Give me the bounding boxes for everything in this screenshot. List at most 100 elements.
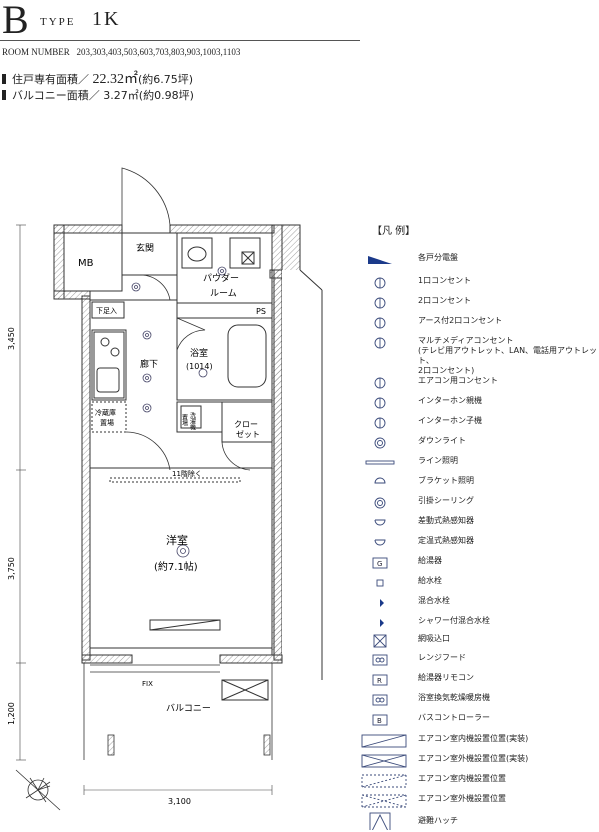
bath-door-swing xyxy=(176,317,206,351)
legend: 【凡 例】 xyxy=(364,222,596,245)
kitchen-counter xyxy=(93,331,125,399)
private-area-label: 住戸専有面積／ xyxy=(12,73,89,86)
closet-door-swing xyxy=(221,441,251,471)
fridge-label-2: 置場 xyxy=(100,418,114,427)
aircon-outdoor-x xyxy=(221,679,269,701)
bath-dryer-icon xyxy=(372,694,388,706)
header-rule xyxy=(0,40,360,41)
kitchen-sink xyxy=(96,367,120,393)
exhaust-fan-x xyxy=(241,251,255,265)
balcony-label: バルコニー xyxy=(166,703,211,714)
bullet-mark xyxy=(2,74,6,84)
ceiling-hook-icon xyxy=(374,497,386,509)
floor-plan: MB 玄関 xyxy=(7,167,323,811)
legend-item-label: シャワー付混合水栓 xyxy=(418,616,490,625)
air-inlet-icon xyxy=(373,634,387,648)
escape-hatch-icon xyxy=(371,813,389,830)
air-inlet-icon xyxy=(373,634,387,648)
aircon-indoor xyxy=(149,619,221,631)
legend-item-label: レンジフード xyxy=(418,653,466,662)
compass-icon xyxy=(15,769,61,811)
fridge-label-1: 冷蔵庫 xyxy=(95,408,116,417)
heater-remote-icon xyxy=(372,674,388,686)
water-tap-icon xyxy=(376,579,384,587)
legend-item-label: 各戸分電盤 xyxy=(418,253,458,262)
legend-item-label: 給湯器 xyxy=(418,556,442,565)
legend-item-label: 浴室換気乾燥暖房機 xyxy=(418,693,490,702)
bath-dryer-icon xyxy=(379,697,385,703)
legend-item-label: エアコン室内機設置位置 xyxy=(418,774,506,783)
legend-item-label: エアコン室外機設置位置 xyxy=(418,794,506,803)
legend-item-label: 混合水栓 xyxy=(418,596,450,605)
line-light-icon xyxy=(365,460,395,465)
aircon-indoor-icon xyxy=(361,774,407,788)
washer-label-2: 置場 xyxy=(181,414,188,427)
aircon-outdoor xyxy=(221,679,269,701)
water-heater-icon xyxy=(372,557,388,569)
jyou-label: 11階除く xyxy=(172,469,202,478)
dim-v2: 3,750 xyxy=(7,557,16,580)
private-area-value: 22.32㎡ xyxy=(92,72,139,87)
washbasin xyxy=(181,237,213,269)
legend-item-label: エアコン室内機設置位置(実装) xyxy=(418,734,529,743)
powder-label-2: ルーム xyxy=(210,288,237,299)
room-door-swing xyxy=(125,431,171,471)
genkan-label: 玄関 xyxy=(136,242,154,254)
legend-item-label: 定温式熱感知器 xyxy=(418,536,474,545)
legend-item-label: ブラケット照明 xyxy=(418,476,474,485)
dimension-lines xyxy=(16,224,273,795)
washer-pan xyxy=(180,405,202,429)
bath-label-2: (1014) xyxy=(186,362,213,371)
legend-item-label: エアコン室外機設置位置(実装) xyxy=(418,754,529,763)
bath-controller-icon-text: B xyxy=(377,717,382,725)
heater-remote-icon-text: R xyxy=(377,677,382,685)
private-area-tsubo: (約6.75坪) xyxy=(138,73,194,86)
bath-controller-icon xyxy=(372,714,388,726)
fix-label: FIX xyxy=(142,680,153,688)
bullet-mark xyxy=(2,90,6,100)
legend-symbols: G R B xyxy=(361,256,407,830)
closet-label-1: クロー xyxy=(234,420,258,429)
ps-label: PS xyxy=(256,307,266,316)
dim-v1: 3,450 xyxy=(7,327,16,350)
legend-item-label: 給湯器リモコン xyxy=(418,673,474,682)
ceiling-lights xyxy=(131,266,227,558)
sink-bowl xyxy=(187,246,207,262)
balcony-area: バルコニー面積／ 3.27㎡(約0.98坪) xyxy=(2,87,194,103)
youshitsu-size: (約7.1帖) xyxy=(154,560,198,573)
toilet-tank xyxy=(229,237,261,269)
bathtub xyxy=(227,324,267,388)
legend-item-label: ダウンライト xyxy=(418,436,466,445)
range-hood-icon xyxy=(372,654,388,666)
ceiling-hook-icon xyxy=(377,500,383,506)
entry-door-swing xyxy=(121,167,171,233)
room-numbers-value: 203,303,403,503,603,703,803,903,1003,110… xyxy=(76,47,241,57)
interior-walls xyxy=(90,232,273,649)
rate-of-rise-detector-icon xyxy=(374,519,386,526)
exhaust-fan xyxy=(241,251,255,265)
legend-item-label: 2口コンセント xyxy=(418,296,472,305)
type-letter: B xyxy=(2,0,29,42)
legend-item-label: 給水栓 xyxy=(418,576,442,585)
water-heater-icon-text: G xyxy=(377,560,382,568)
dim-v3: 1,200 xyxy=(7,702,16,725)
fixed-temp-detector-icon xyxy=(374,539,386,546)
type-name: 1K xyxy=(92,8,121,30)
legend-item-label: 差動式熱感知器 xyxy=(418,516,474,525)
type-label: TYPE xyxy=(40,16,76,28)
legend-title: 【凡 例】 xyxy=(372,226,416,237)
stove-burner xyxy=(110,347,120,357)
aircon-indoor-actual-icon xyxy=(361,734,407,748)
legend-item-label: 引掛シーリング xyxy=(418,496,474,505)
aircon-outdoor-icon xyxy=(361,794,407,808)
dim-h: 3,100 xyxy=(168,797,191,806)
legend-item-label: 1口コンセント xyxy=(418,276,472,285)
room-numbers: ROOM NUMBER 203,303,403,503,603,703,803,… xyxy=(2,47,240,57)
balcony-rail xyxy=(83,663,273,760)
escape-hatch-icon xyxy=(369,812,391,830)
mb-label: MB xyxy=(78,258,94,269)
aircon-indoor-diag xyxy=(149,619,221,631)
closet-label-2: ゼット xyxy=(236,429,260,439)
geta-label: 下足入 xyxy=(96,307,117,315)
